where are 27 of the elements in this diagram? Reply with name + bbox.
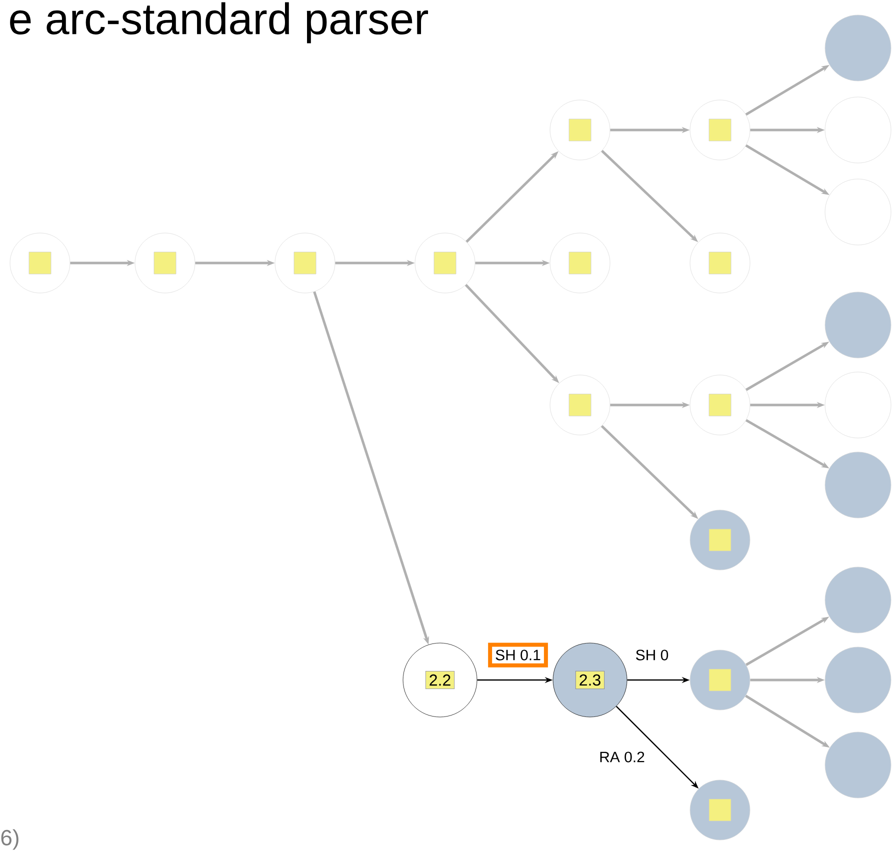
title: e arc-standard parser xyxy=(10,2,428,44)
blurred-state-circle xyxy=(824,372,892,438)
edge-label: RA 0.2 xyxy=(597,750,647,764)
blurred-state-circle xyxy=(414,232,476,294)
blurred-state-circle xyxy=(274,232,336,294)
blurred-state-circle xyxy=(134,232,196,294)
blurred-state-circle xyxy=(10,232,70,294)
blurred-state-circle xyxy=(550,100,610,160)
blurred-state-circle xyxy=(824,566,892,634)
blurred-state-circle xyxy=(824,732,892,798)
blurred-state-circle xyxy=(690,780,750,840)
blurred-state-circle xyxy=(690,510,750,570)
blurred-state-circle xyxy=(824,178,892,246)
blurred-state-circle xyxy=(690,100,750,160)
blurred-state-circle xyxy=(690,374,750,436)
edge-label: SH 0 xyxy=(633,648,671,662)
blurred-state-circle xyxy=(550,232,610,294)
blurred-state-circle xyxy=(824,96,892,164)
blurred-state-circle xyxy=(690,650,750,710)
blurred-state-circle xyxy=(824,646,892,714)
highlighted-edge-label: SH 0.1 xyxy=(488,642,548,668)
blurred-state-circle xyxy=(550,374,610,436)
blurred-state-circle xyxy=(690,232,750,294)
blurred-state-circle xyxy=(824,14,892,82)
blurred-state-circle xyxy=(824,292,892,358)
page-number: 6) xyxy=(1,829,18,850)
blurred-state-circle xyxy=(824,452,892,518)
